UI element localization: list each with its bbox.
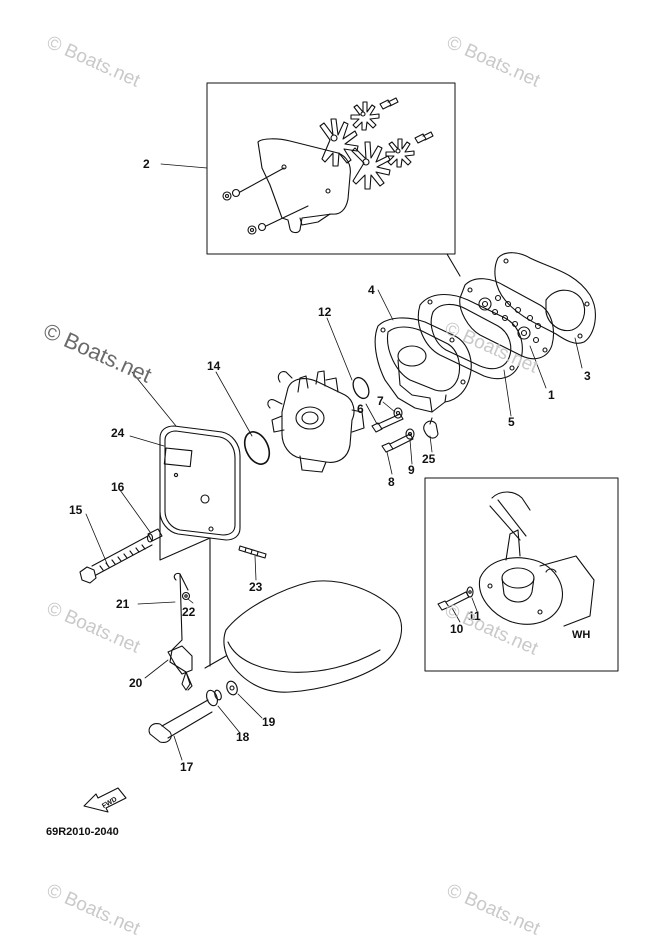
callout-8: 8	[388, 475, 395, 489]
cowling-outline	[204, 580, 403, 693]
gasket-3	[494, 252, 596, 344]
callout-numbers: 2 4 12 14 24 3 1 5 6 7 8 9 25 16 15 23 2…	[69, 157, 591, 774]
callout-17: 17	[180, 760, 194, 774]
callout-14: 14	[207, 359, 221, 373]
o-ring-14	[243, 431, 271, 465]
lever-20	[167, 645, 193, 691]
o-ring-12	[352, 376, 370, 400]
parts-diagram: FWD 2 4 12 14 24 3 1 5	[40, 32, 619, 940]
bolt-8	[381, 433, 414, 453]
top-nuts-washers	[222, 167, 309, 235]
callout-1: 1	[548, 388, 555, 402]
detail-box-leader	[446, 253, 461, 277]
washer-19	[226, 680, 238, 696]
callout-21: 21	[116, 597, 130, 611]
inset-box-wh	[424, 477, 619, 672]
fwd-arrow: FWD	[83, 787, 127, 813]
collar-16	[146, 528, 163, 543]
callout-15: 15	[69, 503, 83, 517]
callout-7: 7	[377, 394, 384, 408]
washer-7	[393, 407, 403, 419]
diagram-svg: FWD 2 4 12 14 24 3 1 5	[69, 82, 619, 813]
callout-23: 23	[249, 580, 263, 594]
pin-23	[238, 545, 267, 559]
callout-9: 9	[408, 463, 415, 477]
callout-16: 16	[111, 480, 125, 494]
flower-rotor-1	[319, 118, 359, 167]
leader-lines	[85, 163, 583, 761]
small-rotor-2	[385, 138, 415, 168]
callout-5: 5	[508, 415, 515, 429]
callout-11: 11	[468, 609, 481, 623]
callout-25: 24	[111, 426, 125, 440]
inset-carb-adapter	[478, 491, 595, 627]
gasket-5	[417, 294, 523, 380]
callout-18: 18	[236, 730, 250, 744]
silencer-plate	[257, 138, 351, 234]
diagram-code: 69R2010-2040	[46, 826, 119, 838]
flower-rotor-2	[351, 141, 391, 190]
inset-label: WH	[572, 629, 591, 641]
callout-2: 2	[143, 157, 150, 171]
bolt-15	[79, 535, 153, 584]
washer-9	[405, 428, 415, 440]
small-rotor-1	[350, 101, 380, 131]
callout-12: 12	[318, 305, 332, 319]
silencer-cover-25	[159, 425, 241, 541]
clip-22	[181, 591, 191, 601]
fwd-label: FWD	[101, 796, 118, 810]
inset-washer-11	[466, 586, 474, 598]
bushing-18	[206, 689, 222, 707]
callout-24: 25	[422, 452, 436, 466]
clip-24	[423, 417, 439, 439]
inset-bolt-10	[437, 591, 470, 611]
detail-box-2	[206, 82, 456, 255]
carburetor	[267, 370, 365, 473]
callout-6: 6	[357, 402, 364, 416]
cover-bracket	[159, 511, 211, 667]
top-screws	[379, 97, 434, 144]
callout-19: 19	[262, 715, 276, 729]
callout-20: 20	[129, 676, 143, 690]
plate-1	[459, 278, 555, 360]
intake-housing-4	[374, 317, 472, 413]
callout-4: 4	[368, 283, 375, 297]
callout-22: 22	[182, 605, 196, 619]
bolt-6	[371, 413, 404, 433]
callout-3: 3	[584, 369, 591, 383]
callout-10: 10	[450, 622, 464, 636]
choke-knob-17	[148, 699, 213, 743]
